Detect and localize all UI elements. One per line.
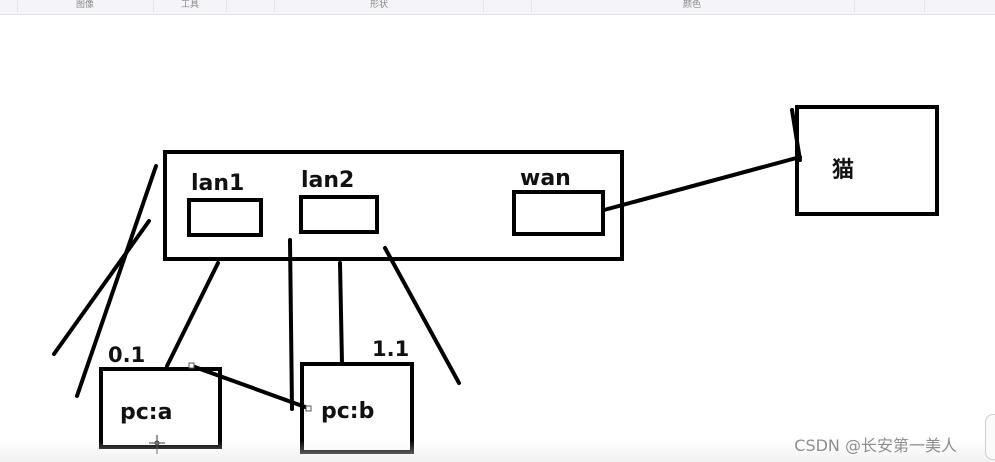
pc-b-address: 1.1 bbox=[372, 337, 409, 361]
toolbar-ribbon: 图像 工具 形状 颜色 bbox=[0, 0, 995, 15]
port-wan-box bbox=[512, 190, 605, 236]
ribbon-separator bbox=[153, 0, 154, 12]
router-diagonal-line bbox=[383, 246, 461, 385]
router-to-pc-b-line bbox=[338, 261, 344, 366]
ribbon-separator bbox=[274, 0, 275, 12]
ribbon-separator bbox=[483, 0, 484, 12]
pc-a-to-pc-b-line bbox=[190, 364, 310, 410]
ribbon-separator bbox=[531, 0, 532, 12]
cursor-crosshair-icon bbox=[149, 435, 165, 454]
selection-handle[interactable] bbox=[305, 405, 312, 412]
side-panel-tab[interactable] bbox=[985, 414, 995, 460]
lan1-to-pc-a-line bbox=[165, 261, 220, 368]
pc-a-address: 0.1 bbox=[108, 343, 145, 367]
ribbon-separator bbox=[854, 0, 855, 12]
ribbon-group-image[interactable]: 图像 bbox=[75, 0, 94, 10]
port-lan1-box bbox=[187, 198, 263, 237]
pc-a-label: pc:a bbox=[120, 400, 172, 425]
port-lan1-label: lan1 bbox=[191, 171, 244, 196]
ribbon-separator bbox=[17, 0, 18, 12]
modem-label: 猫 bbox=[832, 158, 854, 183]
scribble-line-2 bbox=[52, 219, 151, 356]
port-lan2-box bbox=[299, 195, 379, 234]
ribbon-group-colors[interactable]: 颜色 bbox=[682, 0, 701, 10]
ribbon-group-shapes[interactable]: 形状 bbox=[369, 0, 388, 10]
scribble-line-1 bbox=[75, 164, 158, 398]
selection-handle[interactable] bbox=[188, 362, 195, 369]
modem-stroke-line bbox=[790, 108, 802, 162]
lan2-vertical-line bbox=[288, 238, 294, 411]
watermark: CSDN @长安第一美人 bbox=[794, 436, 957, 455]
ribbon-group-tools[interactable]: 工具 bbox=[180, 0, 199, 10]
pc-b-label: pc:b bbox=[321, 399, 374, 424]
ribbon-separator bbox=[226, 0, 227, 12]
modem-box bbox=[795, 105, 939, 216]
port-wan-label: wan bbox=[520, 166, 571, 191]
ribbon-separator bbox=[924, 0, 925, 12]
port-lan2-label: lan2 bbox=[301, 168, 354, 193]
wan-to-modem-line bbox=[602, 155, 802, 212]
